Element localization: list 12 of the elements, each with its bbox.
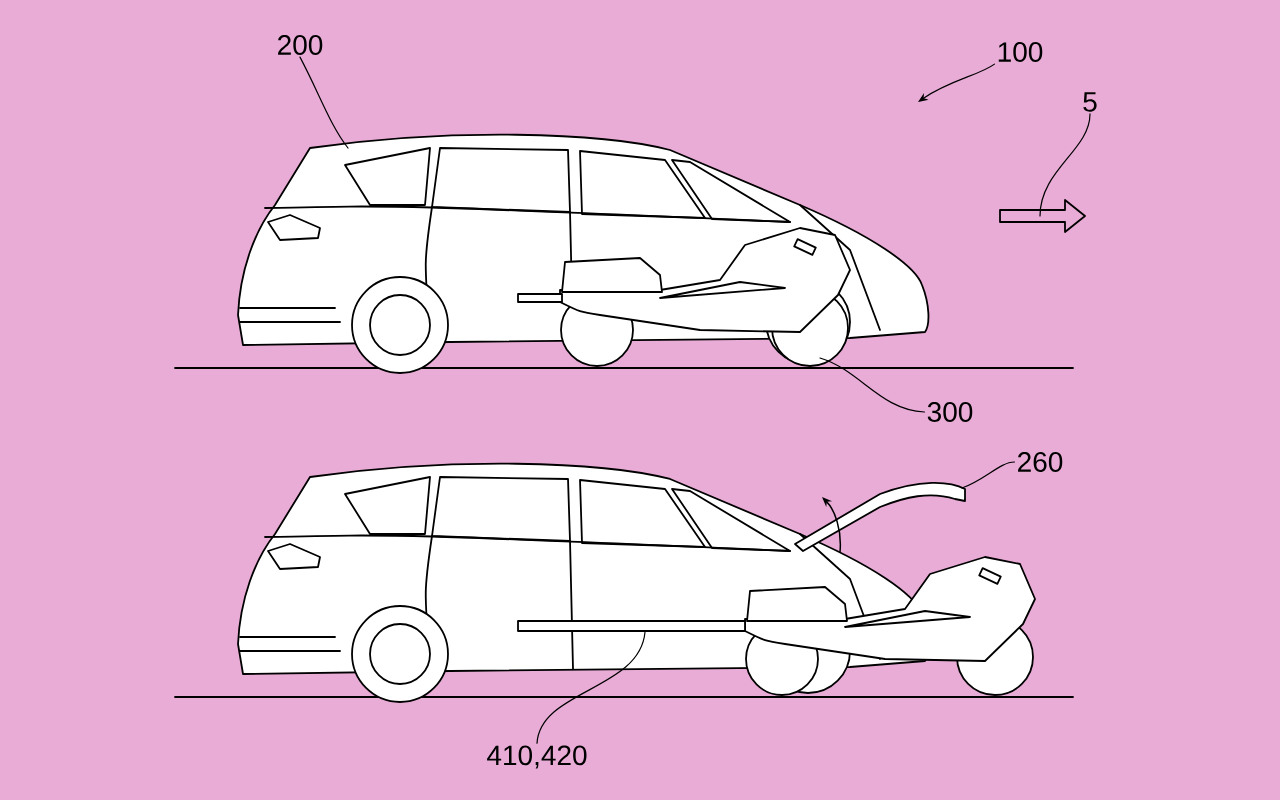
leader-line	[819, 357, 926, 413]
callout-number: 260	[1018, 452, 1063, 472]
callout-number: 200	[278, 35, 323, 55]
callout-number: 410,420	[487, 745, 587, 769]
callout-number: 5	[1083, 92, 1097, 112]
leader-line	[918, 63, 996, 102]
leader-line	[961, 461, 1016, 489]
leader-line	[1039, 113, 1091, 217]
leader-line	[536, 631, 646, 744]
callout-number: 300	[927, 402, 973, 422]
leader-line	[299, 56, 349, 149]
callout-number: 100	[998, 42, 1043, 62]
